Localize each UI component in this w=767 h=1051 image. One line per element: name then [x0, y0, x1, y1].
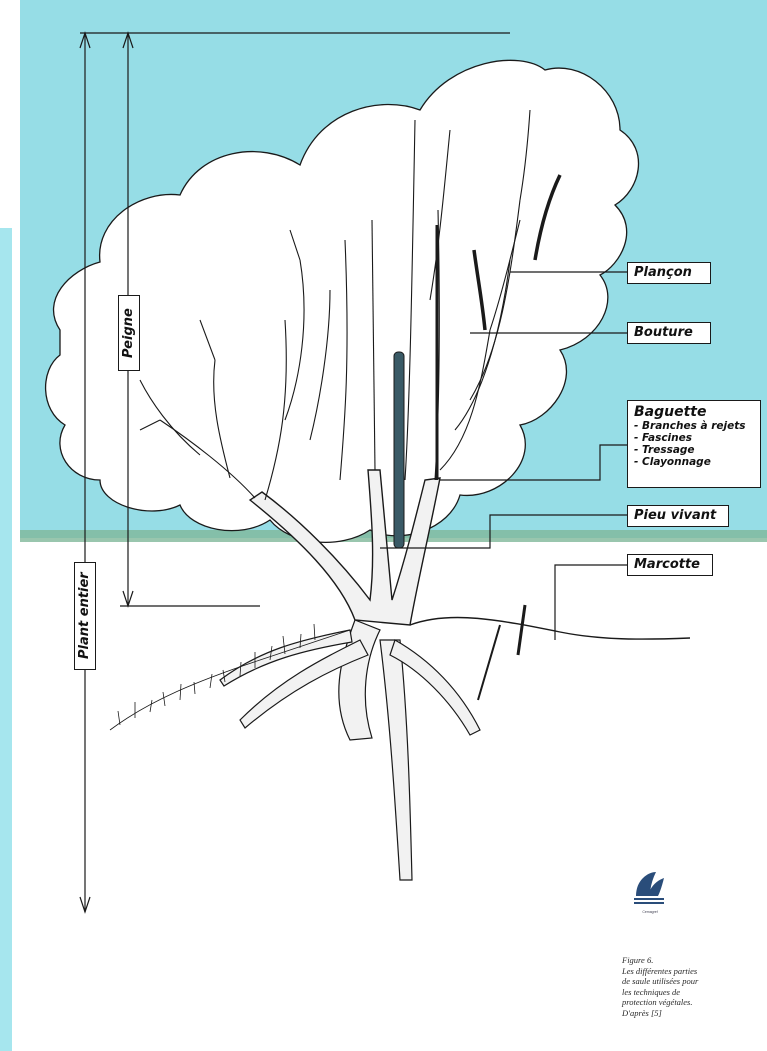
- baguette-item: - Branches à rejets: [634, 420, 754, 432]
- baguette-item: - Fascines: [634, 432, 754, 444]
- baguette-item: - Clayonnage: [634, 456, 754, 468]
- baguette-title: Baguette: [634, 404, 754, 420]
- caption-line: Figure 6.: [622, 955, 762, 966]
- label-plancon: Plançon: [627, 262, 711, 284]
- label-plant-entier: Plant entier: [74, 562, 96, 670]
- logo-icon: [632, 868, 666, 908]
- baguette-item: - Tressage: [634, 444, 754, 456]
- caption-line: protection végétales.: [622, 997, 762, 1008]
- logo-text: Cemagref: [632, 910, 668, 914]
- label-baguette: Baguette - Branches à rejets - Fascines …: [627, 400, 761, 488]
- caption-line: Les différentes parties: [622, 966, 762, 977]
- caption-line: les techniques de: [622, 987, 762, 998]
- label-marcotte: Marcotte: [627, 554, 713, 576]
- pieu-vivant-stake: [394, 352, 404, 548]
- label-peigne: Peigne: [118, 295, 140, 371]
- label-pieu-vivant: Pieu vivant: [627, 505, 729, 527]
- label-bouture: Bouture: [627, 322, 711, 344]
- left-panel: [0, 228, 12, 1051]
- caption-line: de saule utilisées pour: [622, 976, 762, 987]
- figure-caption: Figure 6. Les différentes parties de sau…: [622, 955, 762, 1018]
- caption-line: D'après [5]: [622, 1008, 762, 1019]
